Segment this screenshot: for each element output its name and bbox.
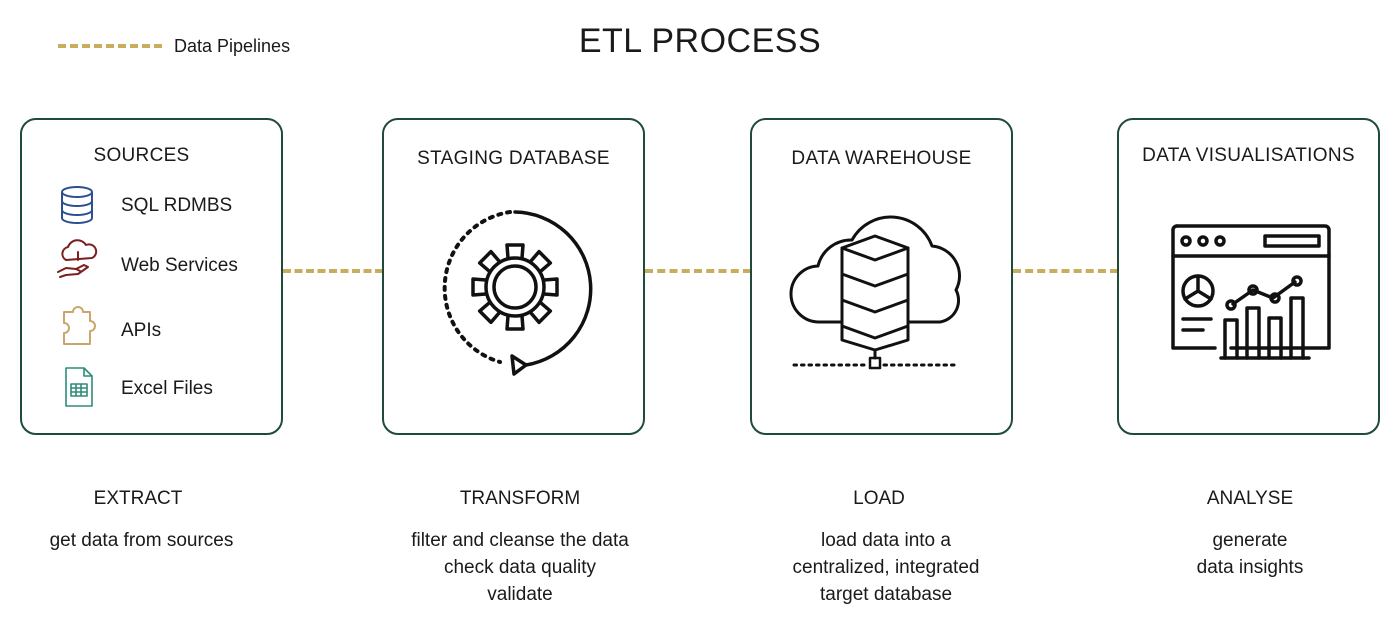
warehouse-title: DATA WAREHOUSE xyxy=(791,148,972,169)
description-line: validate xyxy=(487,584,553,605)
sources-box: SOURCES SQL RDMBS Web Services APIs xyxy=(20,118,283,435)
pipeline-legend-swatch xyxy=(58,44,162,48)
page-title: ETL PROCESS xyxy=(578,22,822,60)
stage-label-extract: EXTRACT xyxy=(93,488,183,509)
dashboard-icon xyxy=(1171,224,1331,360)
gear-cycle-icon xyxy=(442,210,593,376)
description-line: filter and cleanse the data xyxy=(411,530,629,551)
pipeline-connector-1 xyxy=(283,269,383,273)
description-line: check data quality xyxy=(443,557,597,578)
data-visualisations-box: DATA VISUALISATIONS xyxy=(1117,118,1380,435)
description-line: get data from sources xyxy=(49,530,234,551)
legend-label: Data Pipelines xyxy=(174,35,291,56)
staging-title: STAGING DATABASE xyxy=(417,148,610,169)
description-line: load data into a xyxy=(821,530,951,551)
stage-description-transform: filter and cleanse the data check data q… xyxy=(382,527,658,608)
stage-label-transform: TRANSFORM xyxy=(459,488,581,509)
database-icon xyxy=(61,186,93,224)
source-item-label: APIs xyxy=(121,320,162,341)
spreadsheet-icon xyxy=(65,367,93,407)
cloud-database-icon xyxy=(789,215,962,370)
staging-database-box: STAGING DATABASE xyxy=(382,118,645,435)
stage-label-analyse: ANALYSE xyxy=(1206,488,1294,509)
sources-title: SOURCES xyxy=(93,145,190,166)
source-item-label: SQL RDMBS xyxy=(121,195,233,216)
legend: Data Pipelines xyxy=(58,34,290,58)
puzzle-icon xyxy=(63,306,96,345)
description-line: target database xyxy=(819,584,953,605)
source-item-label: Web Services xyxy=(121,255,238,276)
description-line: data insights xyxy=(1196,557,1304,578)
data-warehouse-box: DATA WAREHOUSE xyxy=(750,118,1013,435)
stage-description-extract: get data from sources xyxy=(20,527,263,554)
cloud-hand-icon xyxy=(57,239,98,278)
source-item-label: Excel Files xyxy=(121,378,213,399)
pipeline-connector-3 xyxy=(1013,269,1118,273)
description-line: centralized, integrated xyxy=(792,557,980,578)
visualisations-title: DATA VISUALISATIONS xyxy=(1142,145,1355,166)
stage-description-analyse: generate data insights xyxy=(1150,527,1350,581)
description-line: generate xyxy=(1212,530,1288,551)
stage-description-load: load data into a centralized, integrated… xyxy=(766,527,1006,608)
pipeline-connector-2 xyxy=(645,269,751,273)
stage-label-load: LOAD xyxy=(853,488,905,509)
